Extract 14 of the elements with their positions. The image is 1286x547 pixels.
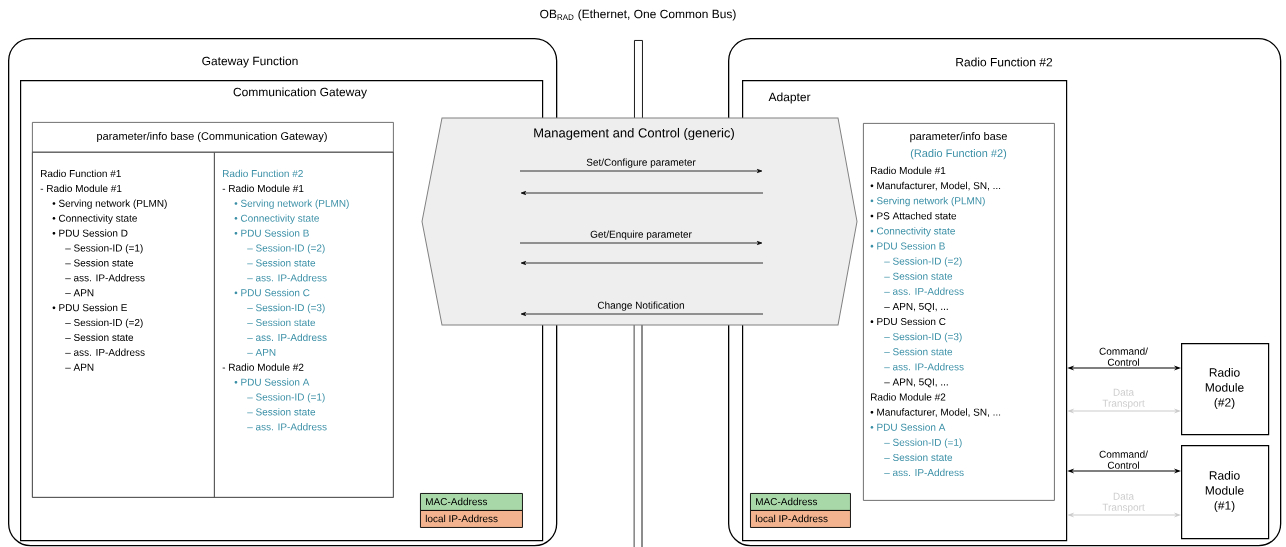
arrow-label: Change Notification xyxy=(596,300,686,312)
address-box: local IP-Address xyxy=(420,510,523,528)
arrow-label: Set/Configure parameter xyxy=(585,157,697,169)
info-list-box: parameter/info base (Radio Function #2) Radio Module #1 • Manufacturer, Model, SN, ... • Serving network (PLMN) • PS Attached state • Connectivity state • PDU Session B – Session-ID (=2) – Session state – ass. IP-Address – APN, 5QI, ... • PDU Session C – Session-ID (=3) – Session state – ass. IP-Address – APN, 5QI, ... Radio Module #2 • Manufacturer, Model, SN, ... • PDU Session A – Session-ID (=1) – Session state – ass. IP-Address xyxy=(863,123,1055,501)
arrow-label: Get/Enquire parameter xyxy=(589,229,693,241)
module-box: Radio Module (#2) xyxy=(1181,343,1270,436)
address-box: local IP-Address xyxy=(750,510,851,528)
address-box: MAC-Address xyxy=(420,493,523,511)
address-box: MAC-Address xyxy=(750,493,851,511)
table-cell: Radio Function #1 - Radio Module #1 • Serving network (PLMN) • Connectivity state • PDU Session D – Session-ID (=1) – Session state – ass. IP-Address – APN • PDU Session E – Session-ID (=2) – Session state – ass. IP-Address – APN xyxy=(32,152,215,498)
edge-label: Command/ Control xyxy=(1094,449,1153,470)
module-box: Radio Module (#1) xyxy=(1181,445,1270,540)
edge-label: Command/ Control xyxy=(1094,346,1153,367)
table-cell: Radio Function #2 - Radio Module #1 • Serving network (PLMN) • Connectivity state • PDU Session B – Session-ID (=2) – Session state – ass. IP-Address • PDU Session C – Session-ID (=3) – Session state – ass. IP-Address – APN - Radio Module #2 • PDU Session A – Session-ID (=1) – Session state – ass. IP-Address xyxy=(214,152,394,498)
